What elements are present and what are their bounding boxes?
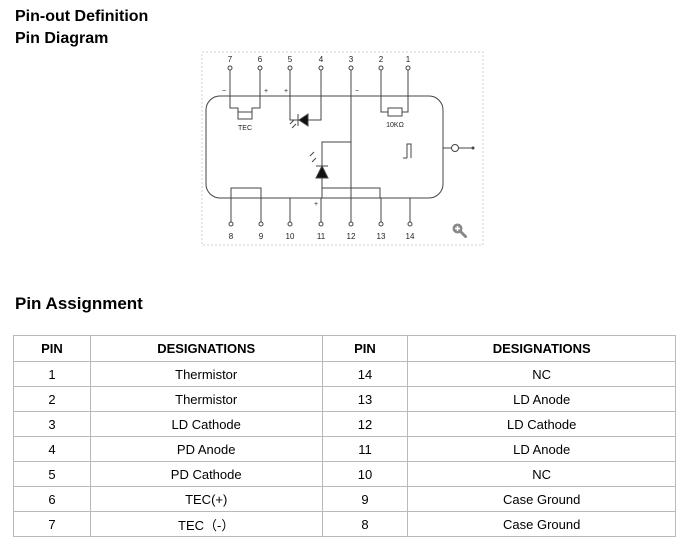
tec-minus: − bbox=[222, 88, 226, 95]
package-body bbox=[205, 95, 444, 199]
designation-cell: PD Cathode bbox=[89, 461, 323, 487]
zoom-in-icon[interactable] bbox=[451, 222, 467, 238]
top-pin-1: 1 bbox=[406, 55, 411, 64]
top-pin-2: 2 bbox=[379, 55, 384, 64]
pin-cell: 11 bbox=[321, 436, 409, 462]
top-pin-leads bbox=[227, 65, 411, 96]
bottom-pin-12: 12 bbox=[347, 232, 356, 241]
tec-element bbox=[229, 96, 261, 120]
table-row: 7 TEC（-） 8 Case Ground bbox=[13, 511, 676, 537]
laser-diode bbox=[309, 96, 381, 198]
pin-cell: 7 bbox=[13, 511, 91, 537]
designation-cell: Case Ground bbox=[407, 486, 676, 512]
bottom-pin-11: 11 bbox=[317, 232, 326, 241]
pin-cell: 1 bbox=[13, 361, 91, 387]
top-pin-7: 7 bbox=[228, 55, 233, 64]
pin-cell: 6 bbox=[13, 486, 91, 512]
pin-cell: 5 bbox=[13, 461, 91, 487]
pinout-heading: Pin-out Definition bbox=[15, 8, 149, 25]
pin-cell: 2 bbox=[13, 386, 91, 412]
pin-diagram-heading: Pin Diagram bbox=[15, 30, 109, 47]
top-pin-4: 4 bbox=[319, 55, 324, 64]
diagram-frame bbox=[201, 51, 484, 246]
ld-minus: − bbox=[355, 88, 359, 95]
table-row: 6 TEC(+) 9 Case Ground bbox=[13, 486, 676, 512]
designation-cell: Thermistor bbox=[89, 386, 323, 412]
photodiode bbox=[289, 96, 322, 129]
designation-cell: TEC（-） bbox=[89, 511, 323, 537]
bottom-pin-13: 13 bbox=[377, 232, 386, 241]
bottom-pin-9: 9 bbox=[259, 232, 264, 241]
case-ground-bar bbox=[230, 187, 262, 198]
designation-cell: TEC(+) bbox=[89, 486, 323, 512]
designation-cell: LD Anode bbox=[407, 386, 676, 412]
designation-cell: PD Anode bbox=[89, 436, 323, 462]
pin-cell: 4 bbox=[13, 436, 91, 462]
thermistor bbox=[380, 96, 409, 117]
fiber-output bbox=[403, 143, 475, 159]
designation-cell: NC bbox=[407, 361, 676, 387]
top-pin-6: 6 bbox=[258, 55, 263, 64]
header-designation-right: DESIGNATIONS bbox=[407, 335, 676, 362]
table-row: 1 Thermistor 14 NC bbox=[13, 361, 676, 387]
top-pin-3: 3 bbox=[349, 55, 354, 64]
pd-plus: + bbox=[284, 88, 288, 95]
designation-cell: Thermistor bbox=[89, 361, 323, 387]
designation-cell: LD Cathode bbox=[407, 411, 676, 437]
bottom-pin-10: 10 bbox=[286, 232, 295, 241]
bottom-pin-leads bbox=[228, 198, 413, 227]
header-pin-right: PIN bbox=[321, 335, 409, 362]
ld-plus: + bbox=[314, 201, 318, 208]
top-pin-5: 5 bbox=[288, 55, 293, 64]
pin-cell: 12 bbox=[321, 411, 409, 437]
thermistor-label: 10KΩ bbox=[386, 122, 404, 129]
header-designation-left: DESIGNATIONS bbox=[89, 335, 323, 362]
header-pin-left: PIN bbox=[13, 335, 91, 362]
table-row: 2 Thermistor 13 LD Anode bbox=[13, 386, 676, 412]
pin-cell: 13 bbox=[321, 386, 409, 412]
pin-assignment-heading: Pin Assignment bbox=[15, 294, 143, 313]
table-row: 4 PD Anode 11 LD Anode bbox=[13, 436, 676, 462]
table-row: 5 PD Cathode 10 NC bbox=[13, 461, 676, 487]
tec-label: TEC bbox=[238, 125, 252, 132]
pin-cell: 14 bbox=[321, 361, 409, 387]
pin-assignment-table: PIN DESIGNATIONS PIN DESIGNATIONS 1 Ther… bbox=[13, 335, 676, 537]
designation-cell: LD Cathode bbox=[89, 411, 323, 437]
designation-cell: LD Anode bbox=[407, 436, 676, 462]
bottom-pin-14: 14 bbox=[406, 232, 415, 241]
tec-plus: + bbox=[264, 88, 268, 95]
table-header-row: PIN DESIGNATIONS PIN DESIGNATIONS bbox=[13, 335, 676, 362]
designation-cell: NC bbox=[407, 461, 676, 487]
table-row: 3 LD Cathode 12 LD Cathode bbox=[13, 411, 676, 437]
pin-diagram: 7 6 5 4 3 2 1 8 9 10 11 12 13 14 TEC + − bbox=[201, 51, 484, 246]
pin-cell: 10 bbox=[321, 461, 409, 487]
pin-cell: 9 bbox=[321, 486, 409, 512]
designation-cell: Case Ground bbox=[407, 511, 676, 537]
bottom-pin-8: 8 bbox=[229, 232, 234, 241]
pin-cell: 8 bbox=[321, 511, 409, 537]
pin-cell: 3 bbox=[13, 411, 91, 437]
